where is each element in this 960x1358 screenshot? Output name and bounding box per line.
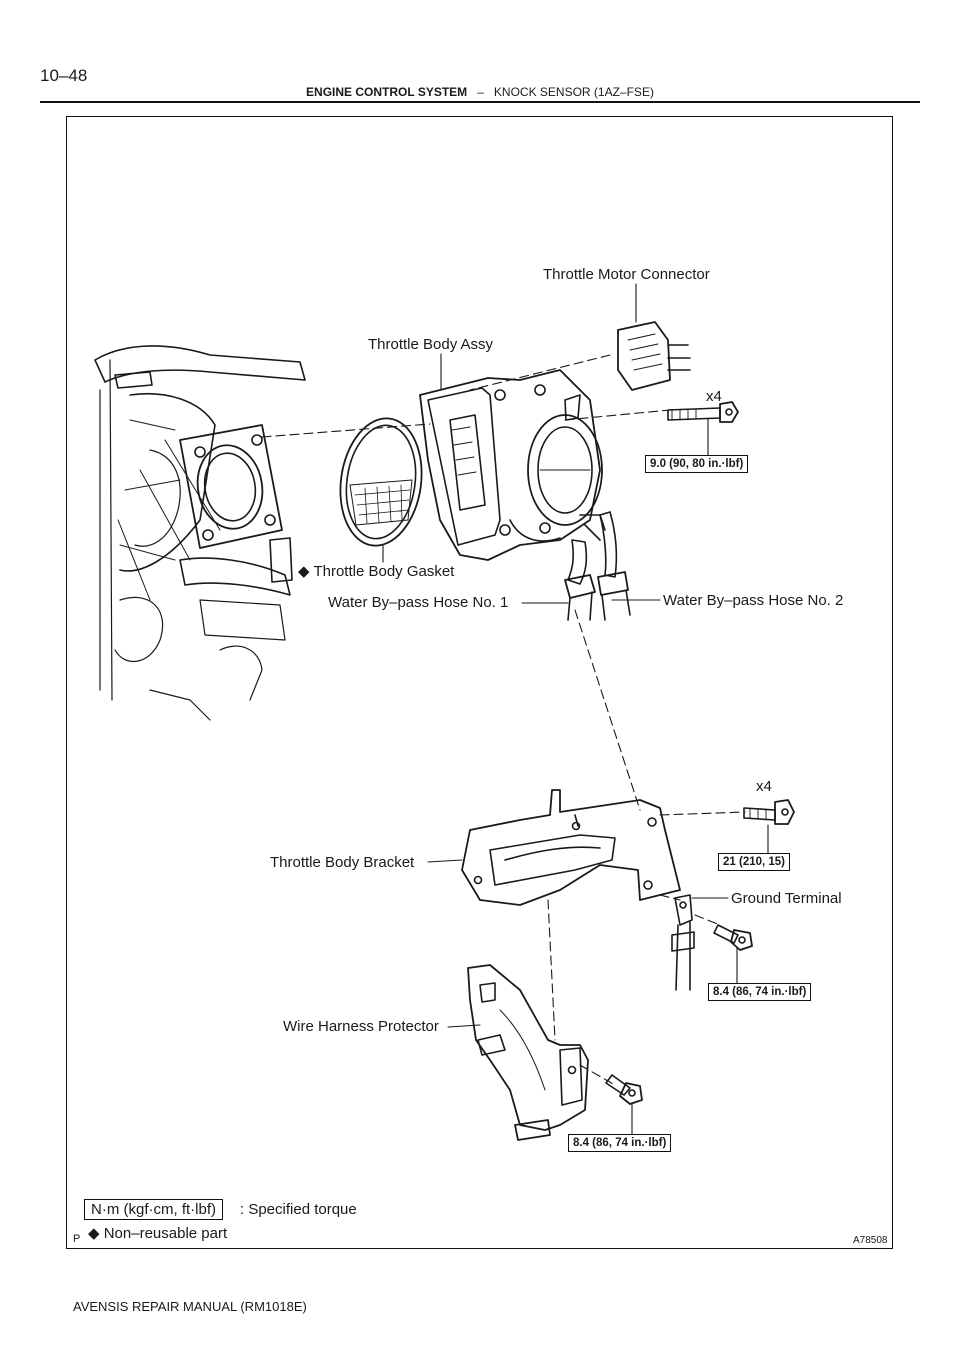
- torque-ground-terminal: 8.4 (86, 74 in.·lbf): [708, 983, 812, 1001]
- throttle-body-bracket-drawing: [461, 789, 681, 906]
- label-ground-terminal: Ground Terminal: [731, 890, 842, 907]
- legend-non-reusable: ◆ Non–reusable part: [88, 1224, 227, 1242]
- wire-harness-protector-drawing: [467, 964, 589, 1141]
- legend-torque-text: : Specified torque: [240, 1201, 357, 1218]
- label-wire-harness-protector: Wire Harness Protector: [283, 1018, 439, 1035]
- throttle-body-drawing: [419, 369, 606, 561]
- page-number: 10–48: [40, 66, 88, 85]
- torque-throttle-body: 9.0 (90, 80 in.·lbf): [645, 455, 749, 473]
- ground-terminal-drawing: [671, 894, 695, 991]
- label-throttle-body-gasket-text: Throttle Body Gasket: [313, 563, 455, 580]
- intake-manifold-drawing: [94, 345, 306, 721]
- legend-torque-unit: N·m (kgf·cm, ft·lbf): [84, 1199, 223, 1220]
- header-subsection: KNOCK SENSOR (1AZ–FSE): [493, 85, 654, 99]
- header-rule: [40, 101, 920, 103]
- throttle-body-gasket-drawing: [339, 417, 423, 547]
- non-reusable-icon: ◆: [88, 1225, 100, 1242]
- page-header: ENGINE CONTROL SYSTEM – KNOCK SENSOR (1A…: [0, 85, 960, 99]
- non-reusable-icon: ◆: [298, 563, 310, 580]
- torque-bracket: 21 (210, 15): [718, 853, 791, 871]
- label-water-bypass-hose-1: Water By–pass Hose No. 1: [328, 594, 509, 611]
- header-section: ENGINE CONTROL SYSTEM: [306, 85, 468, 99]
- legend-non-reusable-text: Non–reusable part: [103, 1225, 228, 1242]
- label-throttle-body-bracket: Throttle Body Bracket: [270, 854, 415, 871]
- bracket-bolt-drawing: [743, 799, 795, 825]
- label-throttle-motor-connector: Throttle Motor Connector: [543, 266, 710, 283]
- figure-id: A78508: [853, 1235, 888, 1246]
- leader-lines: [382, 283, 769, 1135]
- throttle-motor-connector-drawing: [617, 321, 691, 391]
- label-throttle-body-assy: Throttle Body Assy: [368, 336, 494, 353]
- label-water-bypass-hose-2: Water By–pass Hose No. 2: [663, 592, 844, 609]
- quantity-bracket-bolts: x4: [756, 778, 772, 795]
- water-bypass-hoses-drawing: [564, 511, 631, 621]
- ground-bolt-drawing: [713, 924, 753, 951]
- quantity-upper-bolts: x4: [706, 388, 722, 405]
- header-separator: –: [477, 85, 484, 99]
- page-footer: AVENSIS REPAIR MANUAL (RM1018E): [73, 1299, 307, 1314]
- label-throttle-body-gasket: ◆ Throttle Body Gasket: [298, 562, 454, 580]
- upper-bolt-drawing: [667, 401, 739, 423]
- figure-frame: [66, 116, 893, 1249]
- alignment-lines: [261, 354, 746, 1086]
- figure-corner-mark: P: [73, 1233, 81, 1245]
- protector-bolt-drawing: [605, 1074, 643, 1105]
- torque-harness-protector: 8.4 (86, 74 in.·lbf): [568, 1134, 672, 1152]
